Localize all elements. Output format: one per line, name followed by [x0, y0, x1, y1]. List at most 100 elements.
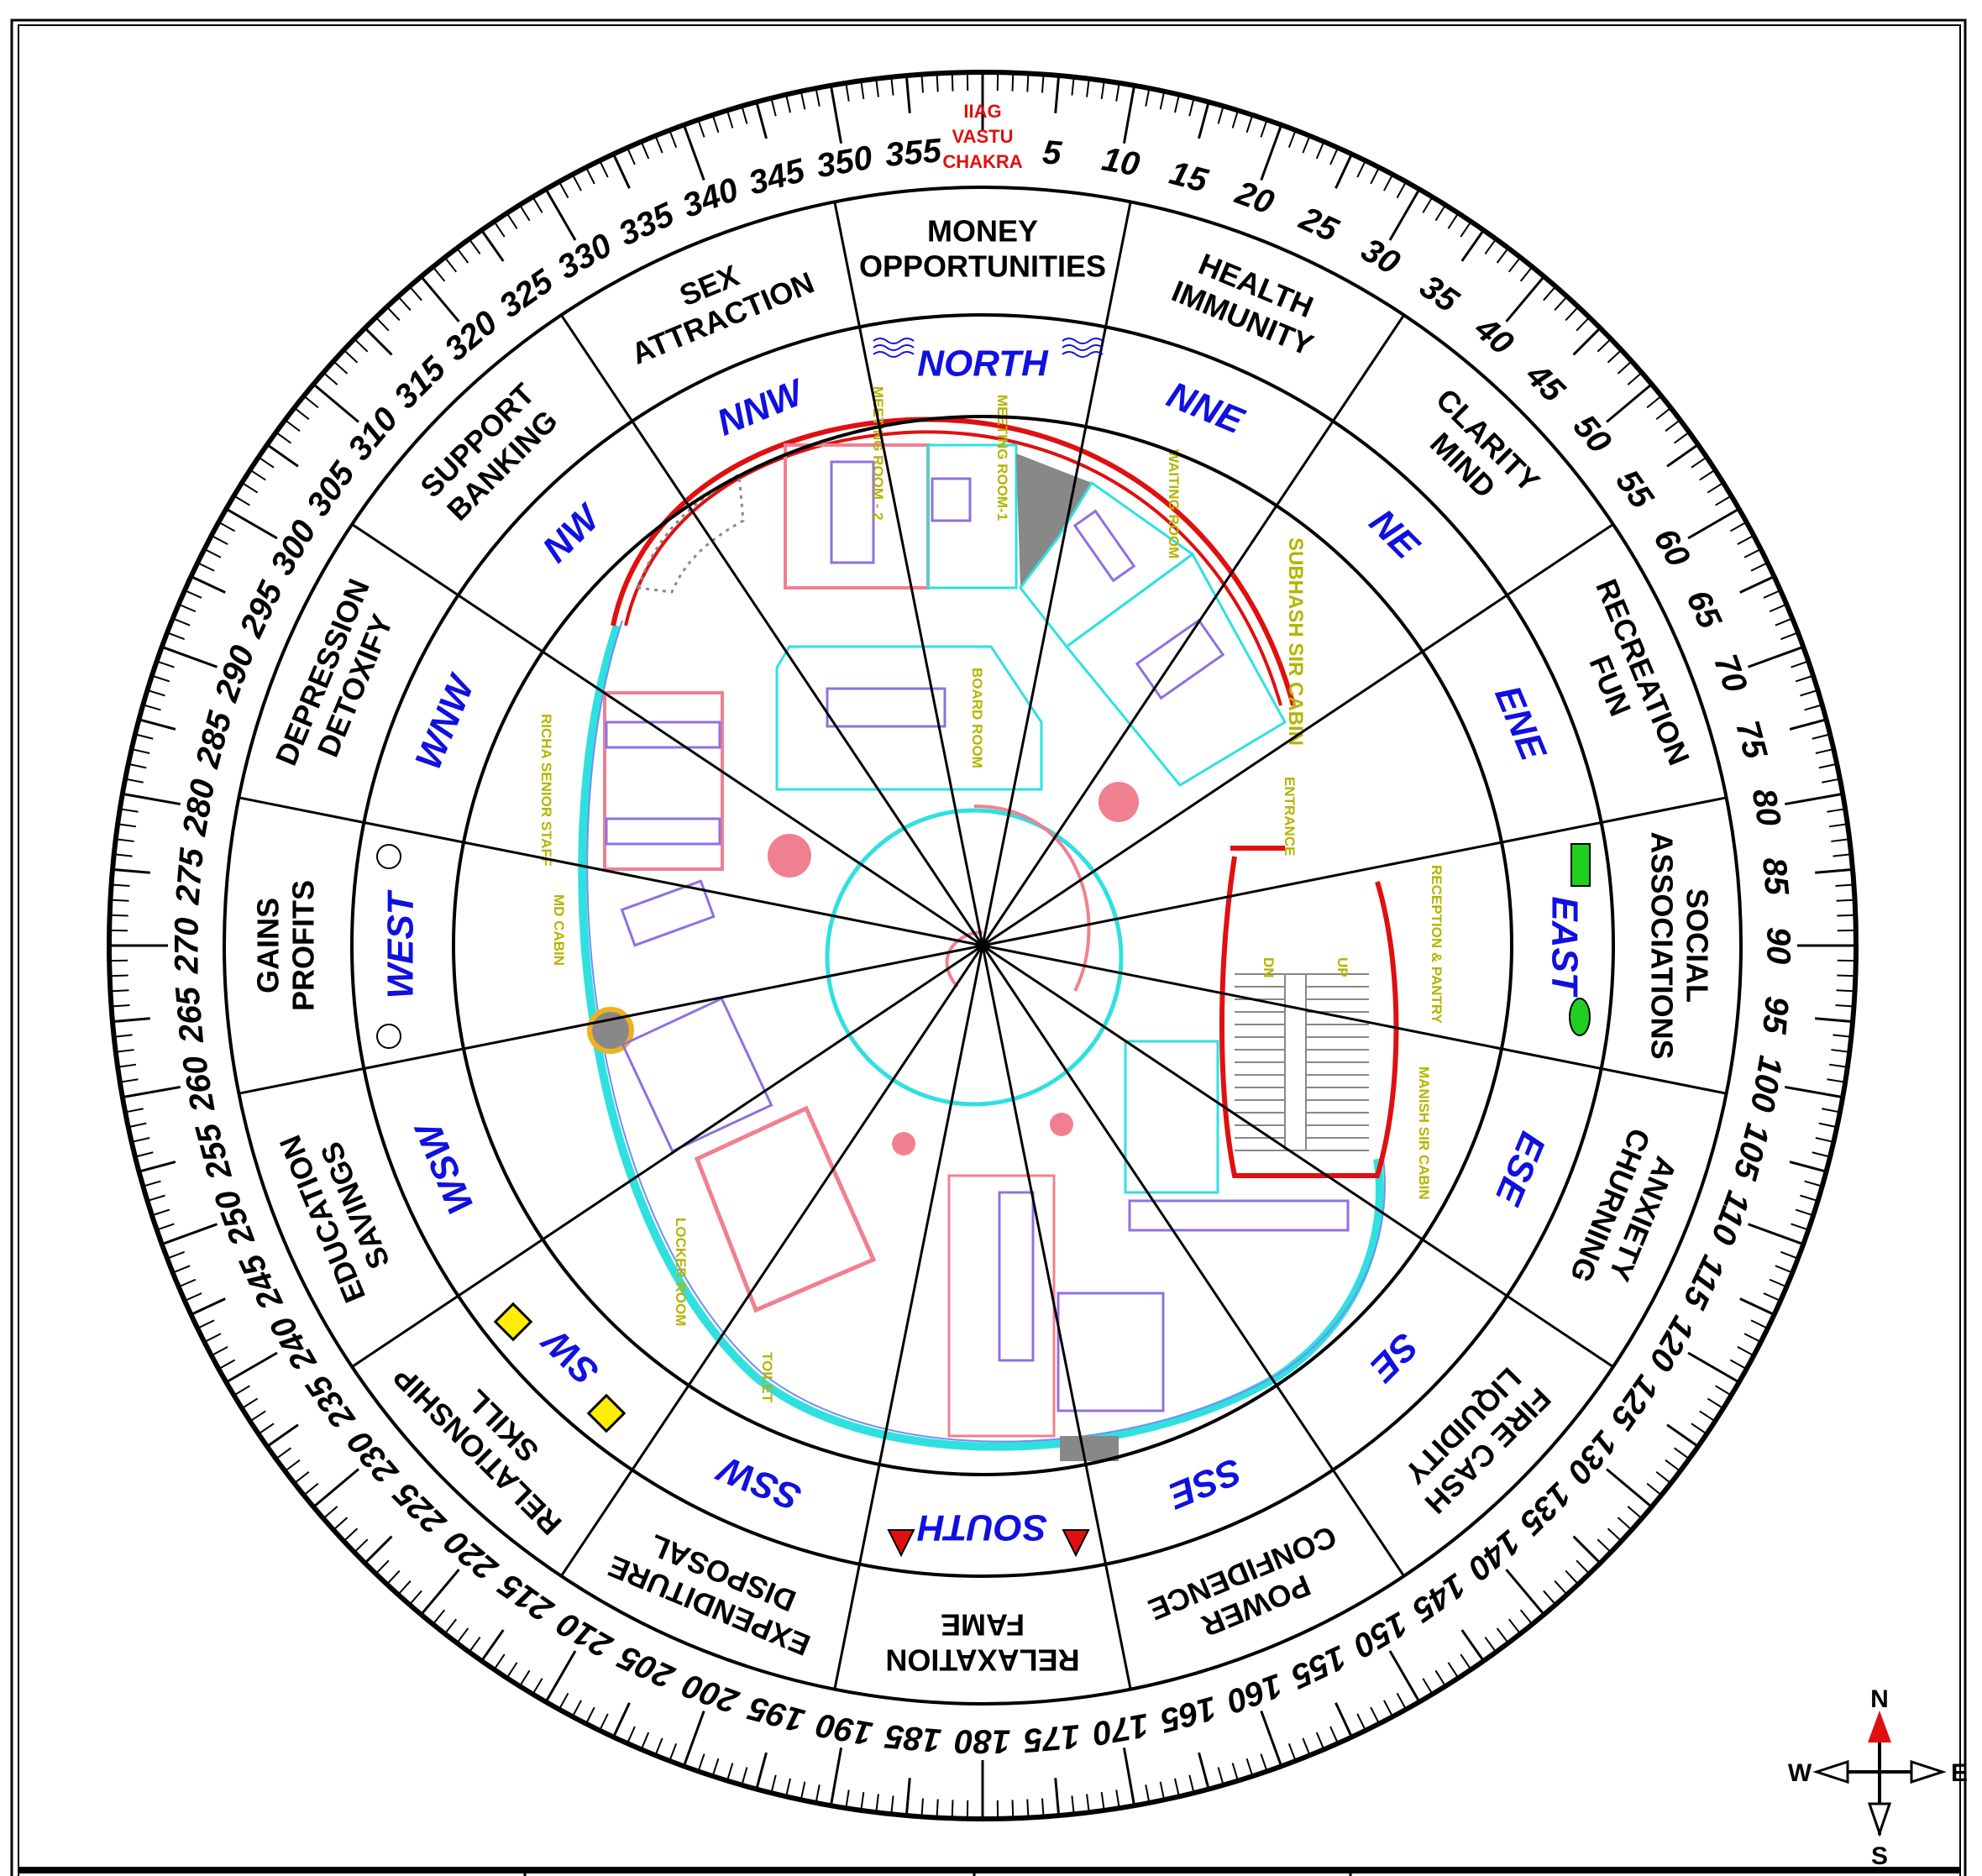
degree-tick: [1775, 617, 1793, 626]
nw-curved-staircase: [636, 472, 745, 594]
degree-tick: [456, 247, 469, 264]
direction-label-east: EAST: [1544, 896, 1585, 997]
degree-tick: [375, 317, 390, 332]
compass-label-n: N: [1870, 1685, 1889, 1713]
degree-tick: [151, 674, 170, 683]
degree-tick: [1815, 1017, 1854, 1024]
degree-tick: [128, 1122, 147, 1129]
degree-tick: [1815, 1137, 1834, 1143]
degree-tick: [1159, 1781, 1166, 1800]
degree-tick: [1827, 1078, 1846, 1083]
degree-tick: [480, 229, 505, 262]
degree-tick: [1627, 371, 1643, 385]
degree-tick: [408, 1590, 422, 1606]
degree-label: 95: [1755, 994, 1796, 1035]
stair-label-up: UP: [1334, 957, 1350, 977]
degree-tick: [124, 1108, 144, 1114]
degree-tick: [468, 1636, 481, 1653]
degree-tick: [1750, 562, 1769, 572]
degree-tick: [770, 97, 777, 117]
degree-tick: [1812, 733, 1831, 740]
degree-tick: [800, 91, 806, 110]
degree-tick: [151, 1208, 170, 1217]
degree-label: 135: [1512, 1475, 1578, 1542]
room-label-meeting-room-1: MEETING ROOM-1: [994, 395, 1010, 521]
degree-label: 340: [678, 171, 743, 225]
south-red-triangle-icon: [887, 1529, 915, 1558]
locker-room-box: [621, 997, 773, 1153]
degree-tick: [1800, 1194, 1818, 1203]
direction-label-sw: SW: [533, 1319, 606, 1392]
degree-tick: [1370, 1706, 1381, 1725]
degree-tick: [354, 1538, 369, 1554]
degree-tick: [1011, 1800, 1015, 1819]
degree-tick: [1505, 1569, 1545, 1616]
direction-label-nw: NW: [535, 495, 610, 570]
degree-tick: [1785, 1085, 1843, 1099]
degree-tick: [599, 160, 609, 178]
degree-tick: [178, 1278, 197, 1288]
central-hub: [825, 808, 1124, 1107]
degree-tick: [506, 212, 518, 229]
degree-tick: [755, 102, 768, 139]
south-desks: [998, 1191, 1035, 1362]
degree-tick: [184, 1292, 202, 1302]
degree-tick: [1763, 1292, 1781, 1302]
sector-boundary-line: [833, 202, 984, 946]
degree-label: 45: [1518, 356, 1572, 410]
degree-tick: [585, 166, 595, 185]
degree-tick: [1785, 792, 1843, 806]
west-circle-icon: [376, 1024, 401, 1049]
staff-desk-row: [605, 817, 721, 846]
degree-tick: [375, 1559, 390, 1575]
degree-label: 185: [884, 1717, 943, 1759]
degree-tick: [122, 792, 181, 806]
degree-tick: [197, 562, 215, 572]
degree-tick: [800, 1781, 806, 1800]
sector-label-south: RELAXATION: [885, 1643, 1079, 1677]
degree-tick: [860, 1791, 865, 1811]
room-label-meeting-room-2: MEETING ROOM - 2: [870, 386, 886, 521]
degree-tick: [1818, 1122, 1838, 1129]
degree-label: 15: [1166, 155, 1212, 200]
degree-label: 10: [1099, 140, 1142, 183]
stair-well: [1284, 973, 1307, 1151]
degree-label: 40: [1467, 309, 1520, 362]
degree-tick: [1041, 74, 1045, 93]
degree-tick: [134, 733, 154, 740]
degree-tick: [143, 704, 161, 711]
degree-label: 305: [300, 455, 363, 523]
degree-tick: [258, 456, 275, 469]
staff-desk-row: [605, 721, 721, 749]
degree-tick: [1646, 1482, 1662, 1496]
degree-tick: [284, 419, 301, 432]
meeting-table-2: [830, 460, 875, 564]
sector-boundary-line: [982, 523, 1614, 947]
degree-tick: [697, 119, 705, 138]
sector-boundary-line: [982, 944, 1727, 1095]
degree-tick: [197, 1319, 215, 1329]
degree-tick: [1198, 102, 1210, 139]
degree-label: 145: [1405, 1566, 1473, 1629]
degree-tick: [1231, 1763, 1240, 1781]
room-label-richa-staff: RICHA SENIOR STAFF: [538, 714, 554, 866]
degree-tick: [875, 1794, 879, 1813]
md-cabin-orange-column: [587, 1007, 634, 1054]
subhash-desk: [1135, 618, 1225, 700]
degree-tick: [233, 1385, 250, 1397]
degree-tick: [397, 1580, 412, 1596]
degree-tick: [1789, 1161, 1827, 1173]
degree-label: 125: [1603, 1368, 1666, 1436]
degree-tick: [845, 1790, 850, 1809]
degree-tick: [113, 1034, 133, 1038]
degree-tick: [1100, 1791, 1105, 1811]
degree-tick: [143, 1180, 161, 1187]
degree-tick: [1460, 221, 1472, 238]
degree-tick: [1835, 1004, 1854, 1008]
degree-tick: [1245, 114, 1254, 134]
degree-tick: [1122, 1748, 1136, 1806]
degree-tick: [1666, 1423, 1699, 1448]
degree-tick: [303, 1482, 319, 1496]
brand-title-line-3: CHAKRA: [942, 151, 1022, 172]
degree-label: 85: [1755, 856, 1796, 897]
